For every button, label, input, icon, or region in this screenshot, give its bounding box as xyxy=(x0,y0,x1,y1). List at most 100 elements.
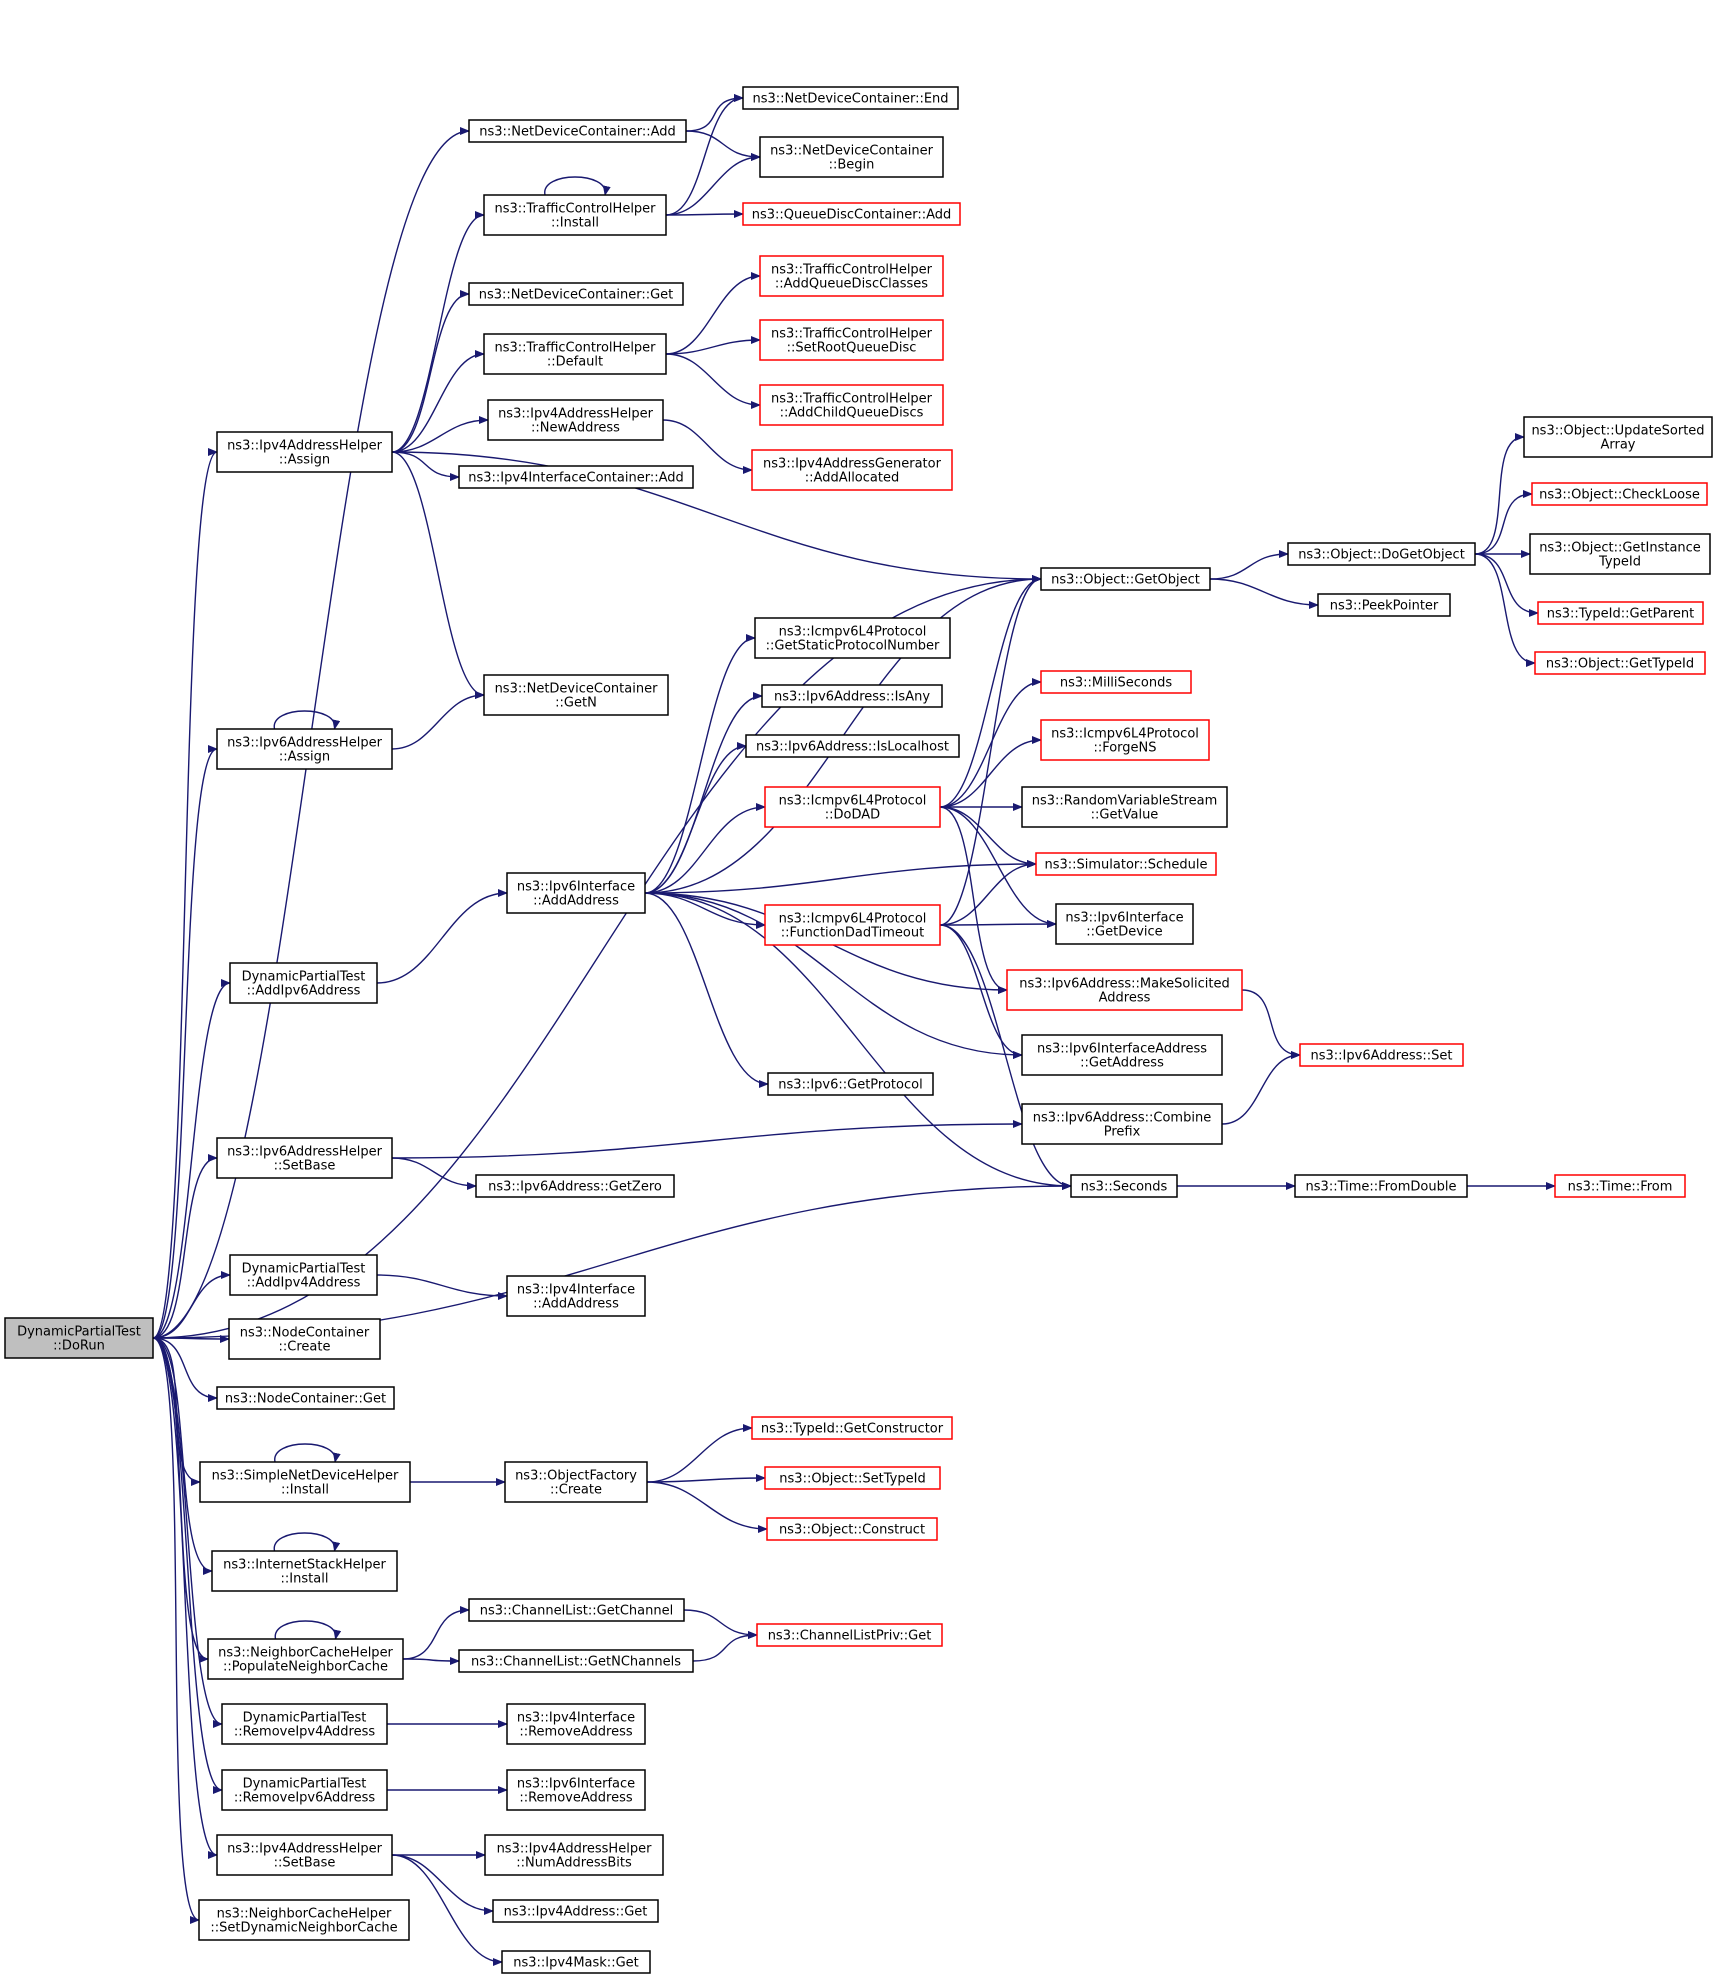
node-ipv4ah-assign[interactable]: ns3::Ipv4AddressHelper::Assign xyxy=(216,431,393,473)
node-tch-addchild[interactable]: ns3::TrafficControlHelper::AddChildQueue… xyxy=(759,384,944,426)
edge-tch-install-to-ndc-begin xyxy=(665,153,761,216)
node-icmp-getstatic[interactable]: ns3::Icmpv6L4Protocol::GetStaticProtocol… xyxy=(754,617,951,659)
node-ipv4if-addaddr[interactable]: ns3::Ipv4Interface::AddAddress xyxy=(506,1275,646,1317)
node-label: ns3::Icmpv6L4Protocol xyxy=(779,912,927,927)
node-ipv4ag-alloc[interactable]: ns3::Ipv4AddressGenerator::AddAllocated xyxy=(751,449,953,491)
node-ipv4ic-add[interactable]: ns3::Ipv4InterfaceContainer::Add xyxy=(458,465,694,489)
node-label: ns3::Ipv4AddressHelper xyxy=(498,407,654,422)
node-obj-gettypeid[interactable]: ns3::Object::GetTypeId xyxy=(1534,651,1706,675)
node-cl-getchannel[interactable]: ns3::ChannelList::GetChannel xyxy=(468,1598,685,1622)
node-ipv4addr-get[interactable]: ns3::Ipv4Address::Get xyxy=(492,1899,659,1923)
node-label: ns3::TrafficControlHelper xyxy=(771,263,933,278)
node-label: ::GetStaticProtocolNumber xyxy=(766,639,940,654)
node-ipv6addr-getzero[interactable]: ns3::Ipv6Address::GetZero xyxy=(475,1174,675,1198)
node-ish-install[interactable]: ns3::InternetStackHelper::Install xyxy=(211,1550,398,1592)
edge-ncache-populate-to-cl-getchannel xyxy=(402,1606,470,1660)
node-box xyxy=(751,1416,953,1440)
node-label: DynamicPartialTest xyxy=(243,1711,367,1726)
edge-icmp-funcdad-to-obj-getobj xyxy=(939,575,1042,926)
node-label: ns3::Seconds xyxy=(1081,1180,1168,1195)
node-box xyxy=(764,786,941,828)
node-ndc-end[interactable]: ns3::NetDeviceContainer::End xyxy=(742,86,959,110)
node-obj-construct[interactable]: ns3::Object::Construct xyxy=(766,1517,938,1541)
node-ipv6if-addaddr[interactable]: ns3::Ipv6Interface::AddAddress xyxy=(506,872,646,914)
node-qdc-add[interactable]: ns3::QueueDiscContainer::Add xyxy=(742,202,961,226)
node-cl-getnchannels[interactable]: ns3::ChannelList::GetNChannels xyxy=(458,1649,694,1673)
node-ndc-begin[interactable]: ns3::NetDeviceContainer::Begin xyxy=(759,136,944,178)
node-ipv4ah-newaddr[interactable]: ns3::Ipv4AddressHelper::NewAddress xyxy=(487,399,664,441)
node-ipv6ah-assign[interactable]: ns3::Ipv6AddressHelper::Assign xyxy=(216,728,393,770)
node-ipv6addr-set[interactable]: ns3::Ipv6Address::Set xyxy=(1299,1043,1464,1067)
node-time-from[interactable]: ns3::Time::From xyxy=(1554,1174,1686,1198)
node-ndc-get[interactable]: ns3::NetDeviceContainer::Get xyxy=(468,282,684,306)
node-obj-settypeid[interactable]: ns3::Object::SetTypeId xyxy=(764,1466,941,1490)
node-dpt-addipv6[interactable]: DynamicPartialTest::AddIpv6Address xyxy=(229,962,378,1004)
node-ipv6if-rmaddr[interactable]: ns3::Ipv6Interface::RemoveAddress xyxy=(506,1769,646,1811)
edge-tch-default-to-tch-addchild xyxy=(665,353,761,409)
edge-icmp-dodad-to-icmp-forgens xyxy=(939,736,1042,808)
node-millisec[interactable]: ns3::MilliSeconds xyxy=(1040,670,1192,694)
node-tch-addqdc[interactable]: ns3::TrafficControlHelper::AddQueueDiscC… xyxy=(759,255,944,297)
node-tch-install[interactable]: ns3::TrafficControlHelper::Install xyxy=(483,194,667,236)
node-seconds[interactable]: ns3::Seconds xyxy=(1070,1174,1178,1198)
node-label: ::Begin xyxy=(829,158,875,173)
node-ipv4ah-setbase[interactable]: ns3::Ipv4AddressHelper::SetBase xyxy=(216,1834,393,1876)
node-label: ns3::NeighborCacheHelper xyxy=(217,1907,392,1922)
node-ipv6addr-islocal[interactable]: ns3::Ipv6Address::IsLocalhost xyxy=(745,734,960,758)
node-box xyxy=(506,1275,646,1317)
node-icmp-forgens[interactable]: ns3::Icmpv6L4Protocol::ForgeNS xyxy=(1040,719,1210,761)
node-rvs-getvalue[interactable]: ns3::RandomVariableStream::GetValue xyxy=(1021,786,1228,828)
node-label: ::Install xyxy=(281,1483,329,1498)
node-dpt-rmipv6[interactable]: DynamicPartialTest::RemoveIpv6Address xyxy=(221,1769,388,1811)
node-obj-dogetobj[interactable]: ns3::Object::DoGetObject xyxy=(1287,542,1476,566)
node-label: DynamicPartialTest xyxy=(243,1777,367,1792)
node-typeid-getctor[interactable]: ns3::TypeId::GetConstructor xyxy=(751,1416,953,1440)
node-label: ns3::Ipv6Address::GetZero xyxy=(488,1180,662,1195)
edge-ipv4ah-assign-to-tch-install xyxy=(391,211,485,453)
node-ipv6ah-setbase[interactable]: ns3::Ipv6AddressHelper::SetBase xyxy=(216,1137,393,1179)
node-icmp-dodad[interactable]: ns3::Icmpv6L4Protocol::DoDAD xyxy=(764,786,941,828)
node-sndh-install[interactable]: ns3::SimpleNetDeviceHelper::Install xyxy=(199,1461,411,1503)
node-ipv4ah-numbits[interactable]: ns3::Ipv4AddressHelper::NumAddressBits xyxy=(484,1834,664,1876)
node-obj-checkloose[interactable]: ns3::Object::CheckLoose xyxy=(1531,482,1708,506)
node-sim-schedule[interactable]: ns3::Simulator::Schedule xyxy=(1035,852,1217,876)
edge-ipv6if-addaddr-to-seconds xyxy=(644,892,1072,1190)
node-ncache-populate[interactable]: ns3::NeighborCacheHelper::PopulateNeighb… xyxy=(207,1638,404,1680)
node-ndc-add[interactable]: ns3::NetDeviceContainer::Add xyxy=(468,119,687,143)
node-box xyxy=(1523,416,1713,458)
node-box xyxy=(1040,719,1210,761)
edge-obj-dogetobj-to-obj-checkloose xyxy=(1474,490,1533,555)
node-ipv4if-rmaddr[interactable]: ns3::Ipv4Interface::RemoveAddress xyxy=(506,1703,646,1745)
node-ipv6-getproto[interactable]: ns3::Ipv6::GetProtocol xyxy=(767,1072,934,1096)
node-ipv6addr-isany[interactable]: ns3::Ipv6Address::IsAny xyxy=(761,684,943,708)
node-of-create[interactable]: ns3::ObjectFactory::Create xyxy=(504,1461,648,1503)
node-obj-getobj[interactable]: ns3::Object::GetObject xyxy=(1040,567,1211,591)
node-typeid-getparent[interactable]: ns3::TypeId::GetParent xyxy=(1537,601,1704,625)
node-nc-create[interactable]: ns3::NodeContainer::Create xyxy=(228,1318,381,1360)
node-label: ns3::ChannelList::GetNChannels xyxy=(471,1655,681,1670)
node-root[interactable]: DynamicPartialTest::DoRun xyxy=(4,1317,154,1359)
node-ipv4mask-get[interactable]: ns3::Ipv4Mask::Get xyxy=(501,1950,651,1974)
node-icmp-funcdad[interactable]: ns3::Icmpv6L4Protocol::FunctionDadTimeou… xyxy=(764,904,941,946)
edge-icmp-funcdad-to-ipv6if-getdev xyxy=(939,920,1057,929)
node-label: ::AddAllocated xyxy=(805,471,899,486)
node-ipv6if-getdev[interactable]: ns3::Ipv6Interface::GetDevice xyxy=(1055,903,1194,945)
node-box xyxy=(468,119,687,143)
node-dpt-addipv4[interactable]: DynamicPartialTest::AddIpv4Address xyxy=(229,1254,378,1296)
node-dpt-rmipv4[interactable]: DynamicPartialTest::RemoveIpv4Address xyxy=(221,1703,388,1745)
node-tch-default[interactable]: ns3::TrafficControlHelper::Default xyxy=(483,333,667,375)
node-box xyxy=(221,1769,388,1811)
node-tch-setroot[interactable]: ns3::TrafficControlHelper::SetRootQueueD… xyxy=(759,319,944,361)
node-clpriv-get[interactable]: ns3::ChannelListPriv::Get xyxy=(756,1623,943,1647)
node-time-fromdouble[interactable]: ns3::Time::FromDouble xyxy=(1294,1174,1468,1198)
edge-dpt-addipv6-to-ipv6if-addaddr xyxy=(376,889,508,984)
node-ipv6ifaddr-getaddr[interactable]: ns3::Ipv6InterfaceAddress::GetAddress xyxy=(1021,1034,1223,1076)
node-ndc-getn[interactable]: ns3::NetDeviceContainer::GetN xyxy=(483,674,669,716)
node-nc-get[interactable]: ns3::NodeContainer::Get xyxy=(216,1386,395,1410)
node-ncache-setdyn[interactable]: ns3::NeighborCacheHelper::SetDynamicNeig… xyxy=(198,1899,410,1941)
node-peekptr[interactable]: ns3::PeekPointer xyxy=(1317,593,1451,617)
